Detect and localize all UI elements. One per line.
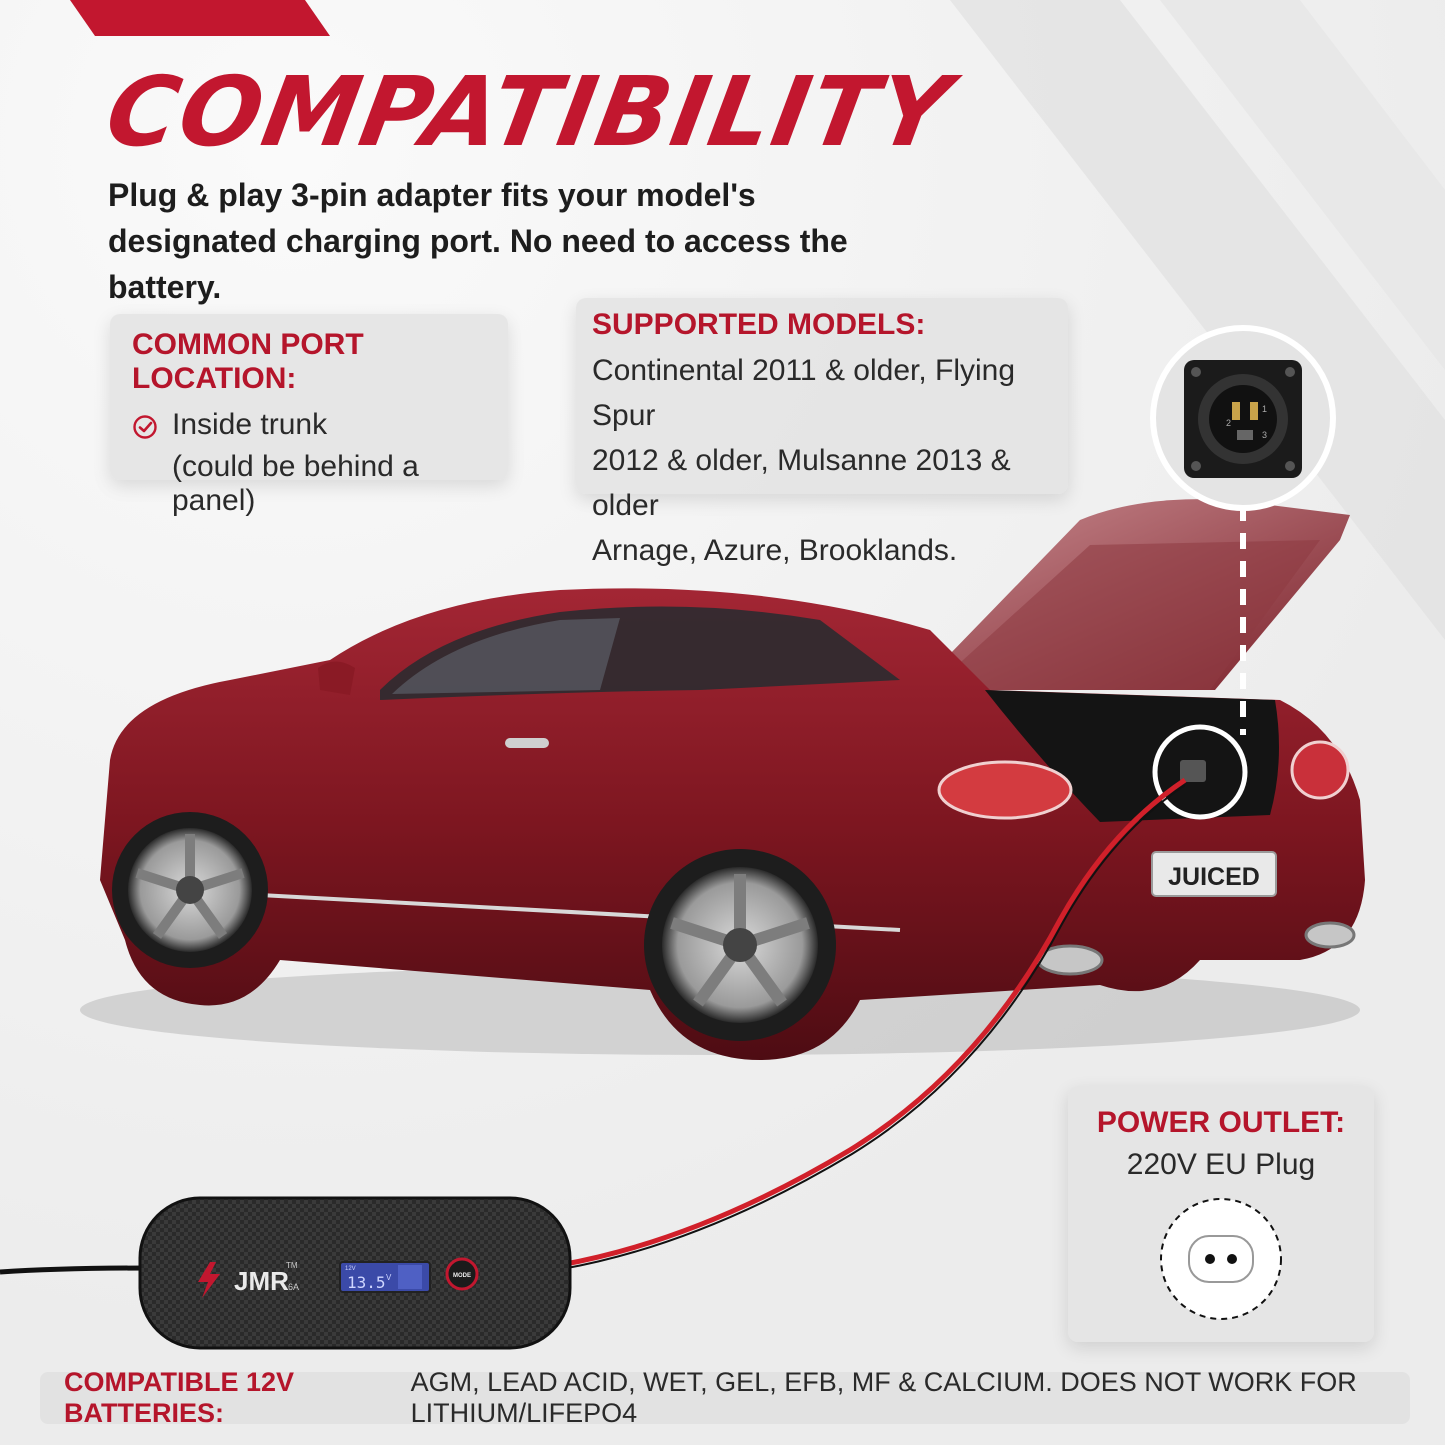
trunk-cavity xyxy=(985,690,1279,822)
trunk-lid-inner xyxy=(930,540,1320,690)
supported-models-card: SUPPORTED MODELS: Continental 2011 & old… xyxy=(576,298,1068,567)
mains-cable xyxy=(0,1265,151,1275)
port-pin-3: 3 xyxy=(1262,430,1267,440)
power-outlet-card: POWER OUTLET: 220V EU Plug xyxy=(1068,1086,1374,1342)
supported-models-line3: Arnage, Azure, Brooklands. xyxy=(592,534,958,567)
check-circle-icon xyxy=(133,415,157,439)
exhaust-right xyxy=(1304,921,1356,949)
diagonal-stripe-2 xyxy=(1160,0,1445,370)
compatible-batteries-value: AGM, LEAD ACID, WET, GEL, EFB, MF & CALC… xyxy=(410,1367,1357,1428)
trunk-port xyxy=(1180,760,1206,782)
license-plate-text: JUICED xyxy=(1168,863,1260,891)
charger-brand-mark: TM xyxy=(286,1261,298,1270)
black-charging-cable xyxy=(561,784,1186,1270)
port-location-card: COMMON PORT LOCATION: Inside trunk (coul… xyxy=(110,314,508,517)
front-wheel xyxy=(112,812,268,968)
side-mirror xyxy=(318,661,355,695)
tail-light xyxy=(937,760,1073,820)
port-location-item: Inside trunk (could be behind a panel) xyxy=(132,408,486,518)
port-location-heading: COMMON PORT LOCATION: xyxy=(132,328,364,395)
charger-mode-button xyxy=(445,1257,479,1291)
license-plate: JUICED xyxy=(1151,851,1277,897)
page-subtitle: Plug & play 3-pin adapter fits your mode… xyxy=(108,177,848,305)
front-window xyxy=(392,618,620,694)
top-red-stripe xyxy=(70,0,330,36)
supported-models-heading: SUPPORTED MODELS: xyxy=(592,308,926,341)
compatible-batteries-label: COMPATIBLE 12V BATTERIES: xyxy=(64,1367,295,1428)
power-outlet-text: 220V EU Plug xyxy=(1126,1148,1316,1181)
door-handle xyxy=(505,738,549,748)
charger-brand: JMR xyxy=(234,1266,289,1296)
power-outlet-heading: POWER OUTLET: xyxy=(1096,1106,1346,1139)
supported-models-line2: 2012 & older, Mulsanne 2013 & older xyxy=(592,444,1011,522)
red-charging-cable xyxy=(559,777,1187,1268)
port-location-line1: Inside trunk xyxy=(172,408,328,441)
eu-socket-icon xyxy=(1160,1198,1282,1320)
port-location-line2: (could be behind a panel) xyxy=(172,450,419,517)
charger-display-volt: 12V xyxy=(345,1266,356,1272)
trunk-port-highlight xyxy=(1152,724,1248,820)
compatible-batteries-bar: COMPATIBLE 12V BATTERIES: AGM, LEAD ACID… xyxy=(40,1367,1410,1428)
charger-display-value: 13.5 xyxy=(347,1273,386,1292)
charging-port-callout: 2 1 3 xyxy=(1150,325,1336,511)
charger-amp: 6A xyxy=(288,1282,299,1292)
lightning-bolt-icon xyxy=(198,1262,220,1298)
supported-models-line1: Continental 2011 & older, Flying Spur xyxy=(592,354,1016,432)
port-pin-2: 2 xyxy=(1226,418,1231,428)
diagonal-stripe-1 xyxy=(950,0,1445,640)
battery-charger: JMR TM 6A 12V 13.5 V MODE xyxy=(138,1196,572,1350)
charger-display-unit: V xyxy=(386,1273,392,1282)
port-pin-1: 1 xyxy=(1262,404,1267,414)
charger-mode-label: MODE xyxy=(453,1273,471,1279)
tail-light-right xyxy=(1290,740,1350,800)
charger-battery-gauge xyxy=(398,1265,422,1289)
rear-wheel xyxy=(644,849,836,1041)
